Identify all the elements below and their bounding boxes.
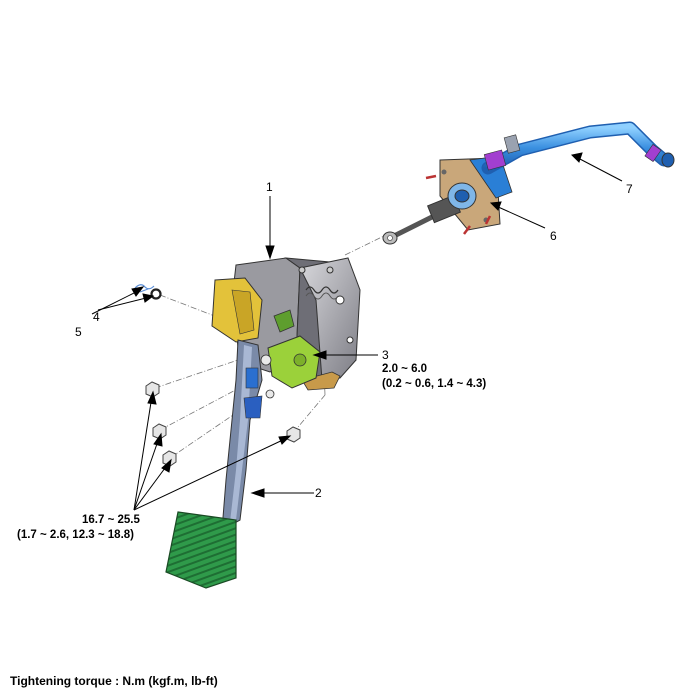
push-rod [382, 211, 440, 245]
callout-4: 4 [93, 310, 100, 324]
sensor-torque-conversion: (0.2 ~ 0.6, 1.4 ~ 4.3) [382, 378, 487, 390]
pedal-arm [221, 339, 263, 531]
washer [150, 288, 162, 300]
sensor-torque-value: 2.0 ~ 6.0 [382, 363, 428, 375]
bolt-torque-conversion: (1.7 ~ 2.6, 12.3 ~ 18.8) [17, 529, 134, 541]
mounting-nuts [145, 381, 301, 467]
callout-1: 1 [266, 180, 273, 194]
callout-2: 2 [315, 486, 322, 500]
master-cylinder [425, 155, 513, 235]
pedal-sensor [260, 309, 321, 399]
leader-lines [91, 152, 623, 511]
callout-5: 5 [75, 325, 82, 339]
callout-6: 6 [550, 229, 557, 243]
callout-3: 3 [382, 348, 389, 362]
stopper-bracket [211, 277, 263, 343]
clutch-tube [481, 121, 675, 175]
pedal-pad [165, 511, 237, 589]
tightening-torque-note: Tightening torque : N.m (kgf.m, lb-ft) [10, 674, 218, 688]
snap-pin [134, 284, 155, 293]
callout-7: 7 [626, 182, 633, 196]
bolt-torque-value: 16.7 ~ 25.5 [82, 514, 140, 526]
